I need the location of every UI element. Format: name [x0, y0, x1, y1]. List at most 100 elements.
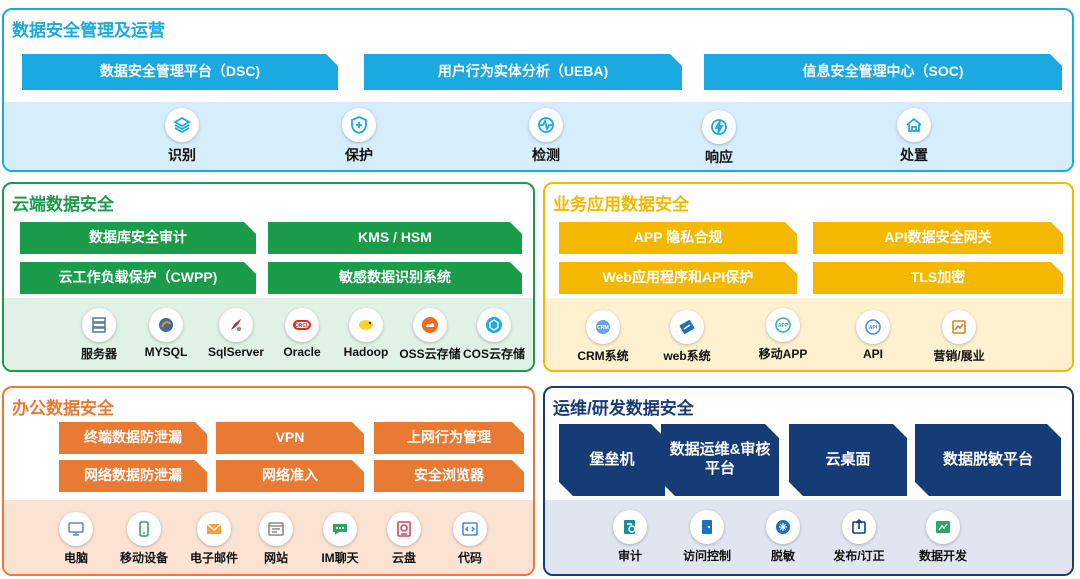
cloud-item-oss: OSS云存储 — [390, 308, 470, 362]
sqlserver-icon — [219, 308, 253, 342]
biz-label: API — [862, 347, 883, 361]
mobile-icon — [127, 512, 161, 546]
office-title: 办公数据安全 — [12, 399, 114, 418]
office-tag: 网络数据防泄漏 — [59, 460, 207, 492]
office-item-mail: 电子邮件 — [174, 512, 254, 566]
ops-label: 处置 — [900, 147, 928, 163]
house-icon — [897, 108, 931, 142]
cloud-label: 服务器 — [80, 347, 117, 361]
lightning-icon — [702, 110, 736, 144]
monitor-pulse-icon — [529, 108, 563, 142]
biz-tag: TLS加密 — [813, 262, 1063, 294]
ops-item-protect: 保护 — [319, 108, 399, 165]
audit-icon — [613, 510, 647, 544]
cloud-tag: 数据库安全审计 — [20, 222, 256, 254]
office-tag: VPN — [216, 422, 364, 454]
website-icon — [259, 512, 293, 546]
publish-icon — [842, 510, 876, 544]
cloud-label: Oracle — [283, 345, 321, 359]
ops-title: 数据安全管理及运营 — [12, 21, 165, 40]
chat-icon — [323, 512, 357, 546]
office-item-chat: IM聊天 — [300, 512, 380, 566]
dev-item-audit: 审计 — [590, 510, 670, 564]
hadoop-icon — [349, 308, 383, 342]
cloud-title: 云端数据安全 — [12, 195, 114, 214]
ops-item-identify: 识别 — [142, 108, 222, 165]
dev-label: 审计 — [617, 549, 642, 563]
cloud-tag: KMS / HSM — [268, 222, 522, 254]
office-item-cloud-disk: 云盘 — [364, 512, 444, 566]
crm-icon: CRM — [586, 310, 620, 344]
layers-icon — [165, 108, 199, 142]
office-panel: 办公数据安全 终端数据防泄漏 VPN 上网行为管理 网络数据防泄漏 网络准入 安… — [2, 386, 535, 576]
shield-icon — [342, 108, 376, 142]
office-label: 电子邮件 — [189, 551, 238, 565]
data-dev-icon — [926, 510, 960, 544]
dev-tag: 堡垒机 — [559, 424, 665, 496]
ops-label: 检测 — [532, 147, 560, 163]
biz-title: 业务应用数据安全 — [553, 195, 689, 214]
web-icon — [670, 310, 704, 344]
dev-tag: 数据脱敏平台 — [915, 424, 1061, 496]
office-label: IM聊天 — [321, 551, 359, 565]
office-tag: 上网行为管理 — [374, 422, 524, 454]
cloud-panel: 云端数据安全 数据库安全审计 KMS / HSM 云工作负载保护（CWPP) 敏… — [2, 182, 535, 372]
cloud-label: COS云存储 — [462, 347, 525, 361]
soc-tag: 信息安全管理中心（SOC) — [704, 54, 1062, 90]
biz-tag: API数据安全网关 — [813, 222, 1063, 254]
biz-label: CRM系统 — [577, 349, 629, 363]
office-label: 网站 — [263, 551, 288, 565]
ops-label: 识别 — [168, 147, 196, 163]
biz-band — [545, 298, 1072, 370]
office-label: 移动设备 — [119, 551, 168, 565]
svg-text:APP: APP — [778, 323, 789, 329]
cloud-label: SqlServer — [207, 345, 265, 359]
cloud-label: Hadoop — [343, 345, 389, 359]
api-icon: API — [856, 310, 890, 344]
dev-item-access: 访问控制 — [667, 510, 747, 564]
dev-label: 发布/订正 — [833, 549, 885, 563]
dev-item-desensitize: 脱敏 — [743, 510, 823, 564]
code-icon — [453, 512, 487, 546]
cloud-label: MYSQL — [144, 345, 188, 359]
ops-label: 保护 — [345, 147, 373, 163]
ops-item-dispose: 处置 — [874, 108, 954, 165]
office-tag: 终端数据防泄漏 — [59, 422, 207, 454]
cloud-tag: 云工作负载保护（CWPP) — [20, 262, 256, 294]
access-control-icon — [690, 510, 724, 544]
biz-panel: 业务应用数据安全 APP 隐私合规 API数据安全网关 Web应用程序和API保… — [543, 182, 1074, 372]
office-label: 云盘 — [391, 551, 416, 565]
ueba-tag: 用户行为实体分析（UEBA) — [364, 54, 682, 90]
biz-tag: Web应用程序和API保护 — [559, 262, 797, 294]
ops-label: 响应 — [705, 149, 733, 165]
office-tag: 安全浏览器 — [374, 460, 524, 492]
cloud-item-mysql: MYSQL — [126, 308, 206, 359]
dev-tag: 数据运维&审核平台 — [661, 424, 779, 496]
ops-item-detect: 检测 — [506, 108, 586, 165]
cloud-label: OSS云存储 — [399, 347, 461, 361]
biz-tag: APP 隐私合规 — [559, 222, 797, 254]
mysql-icon — [149, 308, 183, 342]
svg-text:API: API — [869, 325, 878, 331]
mail-icon — [197, 512, 231, 546]
cloud-item-sqlserver: SqlServer — [196, 308, 276, 359]
dev-label: 脱敏 — [770, 549, 795, 563]
ops-panel: 数据安全管理及运营 数据安全管理平台（DSC) 用户行为实体分析（UEBA) 信… — [2, 8, 1074, 172]
dev-panel: 运维/研发数据安全 堡垒机 数据运维&审核平台 云桌面 数据脱敏平台 审计 访问… — [543, 386, 1074, 576]
dev-label: 数据开发 — [918, 549, 967, 563]
computer-icon — [59, 512, 93, 546]
desensitize-icon — [766, 510, 800, 544]
biz-label: 营销/展业 — [933, 349, 985, 363]
cos-icon — [477, 308, 511, 342]
dev-item-data-dev: 数据开发 — [903, 510, 983, 564]
cloud-tag: 敏感数据识别系统 — [268, 262, 522, 294]
app-icon: APP — [766, 308, 800, 342]
dev-label: 访问控制 — [682, 549, 731, 563]
office-item-website: 网站 — [236, 512, 316, 566]
cloud-item-oracle: ORCL Oracle — [262, 308, 342, 359]
cloud-disk-icon — [387, 512, 421, 546]
biz-label: web系统 — [663, 349, 711, 363]
svg-text:ORCL: ORCL — [295, 323, 309, 329]
biz-item-crm: CRM CRM系统 — [563, 310, 643, 364]
marketing-icon — [942, 310, 976, 344]
